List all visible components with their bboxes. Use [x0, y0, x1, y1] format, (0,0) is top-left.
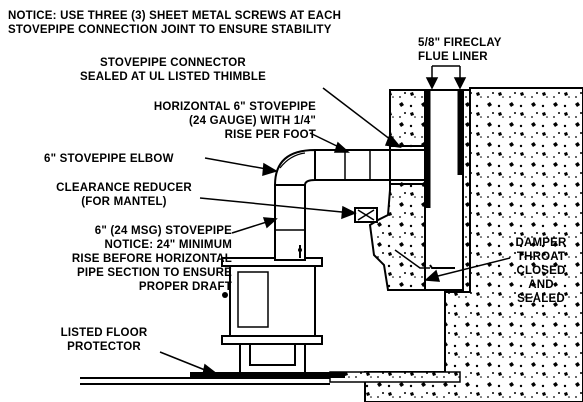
clearance-reducer: [354, 207, 378, 223]
label-clearance-reducer: CLEARANCE REDUCER (FOR MANTEL): [56, 182, 192, 208]
wood-stove: [221, 257, 323, 372]
notice-line-1: NOTICE: USE THREE (3) SHEET METAL SCREWS…: [8, 10, 342, 22]
label-stovepipe-elbow: 6" STOVEPIPE ELBOW: [44, 153, 174, 165]
damper-throat: [429, 264, 455, 269]
label-flue-liner: 5/8" FIRECLAY FLUE LINER: [418, 37, 502, 63]
label-stovepipe-connector: STOVEPIPE CONNECTOR SEALED AT UL LISTED …: [80, 57, 266, 83]
label-horizontal-stovepipe: HORIZONTAL 6" STOVEPIPE (24 GAUGE) WITH …: [153, 101, 316, 141]
hearth: [329, 371, 461, 383]
label-vertical-stovepipe: 6" (24 MSG) STOVEPIPE NOTICE: 24" MINIMU…: [71, 225, 232, 293]
flue-liner: [424, 89, 464, 291]
label-damper-throat: DAMPER THROAT CLOSED AND SEALED: [515, 237, 567, 305]
floor-protector: [190, 372, 345, 378]
notice-line-2: STOVEPIPE CONNECTION JOINT TO ENSURE STA…: [8, 24, 332, 36]
leader-lines: [159, 65, 511, 376]
thimble: [389, 145, 426, 185]
label-floor-protector: LISTED FLOOR PROTECTOR: [60, 327, 148, 353]
